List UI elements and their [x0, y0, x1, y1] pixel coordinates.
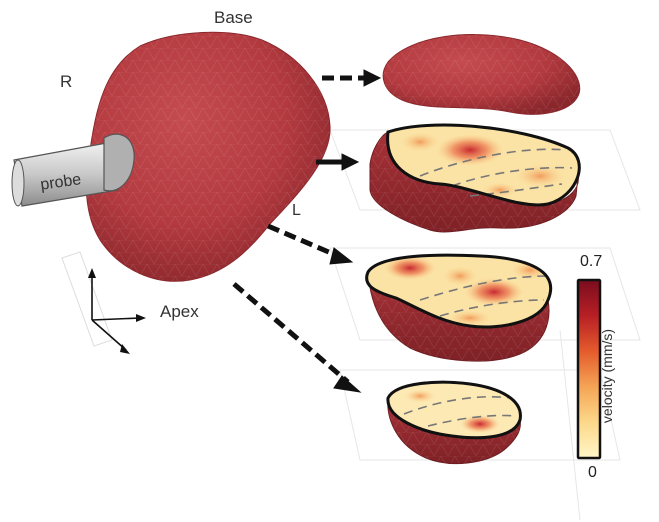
label-base: Base	[214, 8, 253, 28]
label-left: L	[292, 202, 301, 220]
colorbar	[578, 280, 600, 458]
base-slab	[383, 35, 580, 115]
slice-2	[367, 255, 551, 361]
slice-3	[388, 382, 521, 463]
label-apex: Apex	[160, 302, 199, 322]
label-right: R	[60, 72, 72, 92]
colorbar-min-label: 0	[588, 464, 597, 482]
slice-1	[370, 125, 579, 232]
colorbar-title: velocity (mm/s)	[599, 329, 615, 423]
colorbar-max-label: 0.7	[580, 253, 602, 271]
